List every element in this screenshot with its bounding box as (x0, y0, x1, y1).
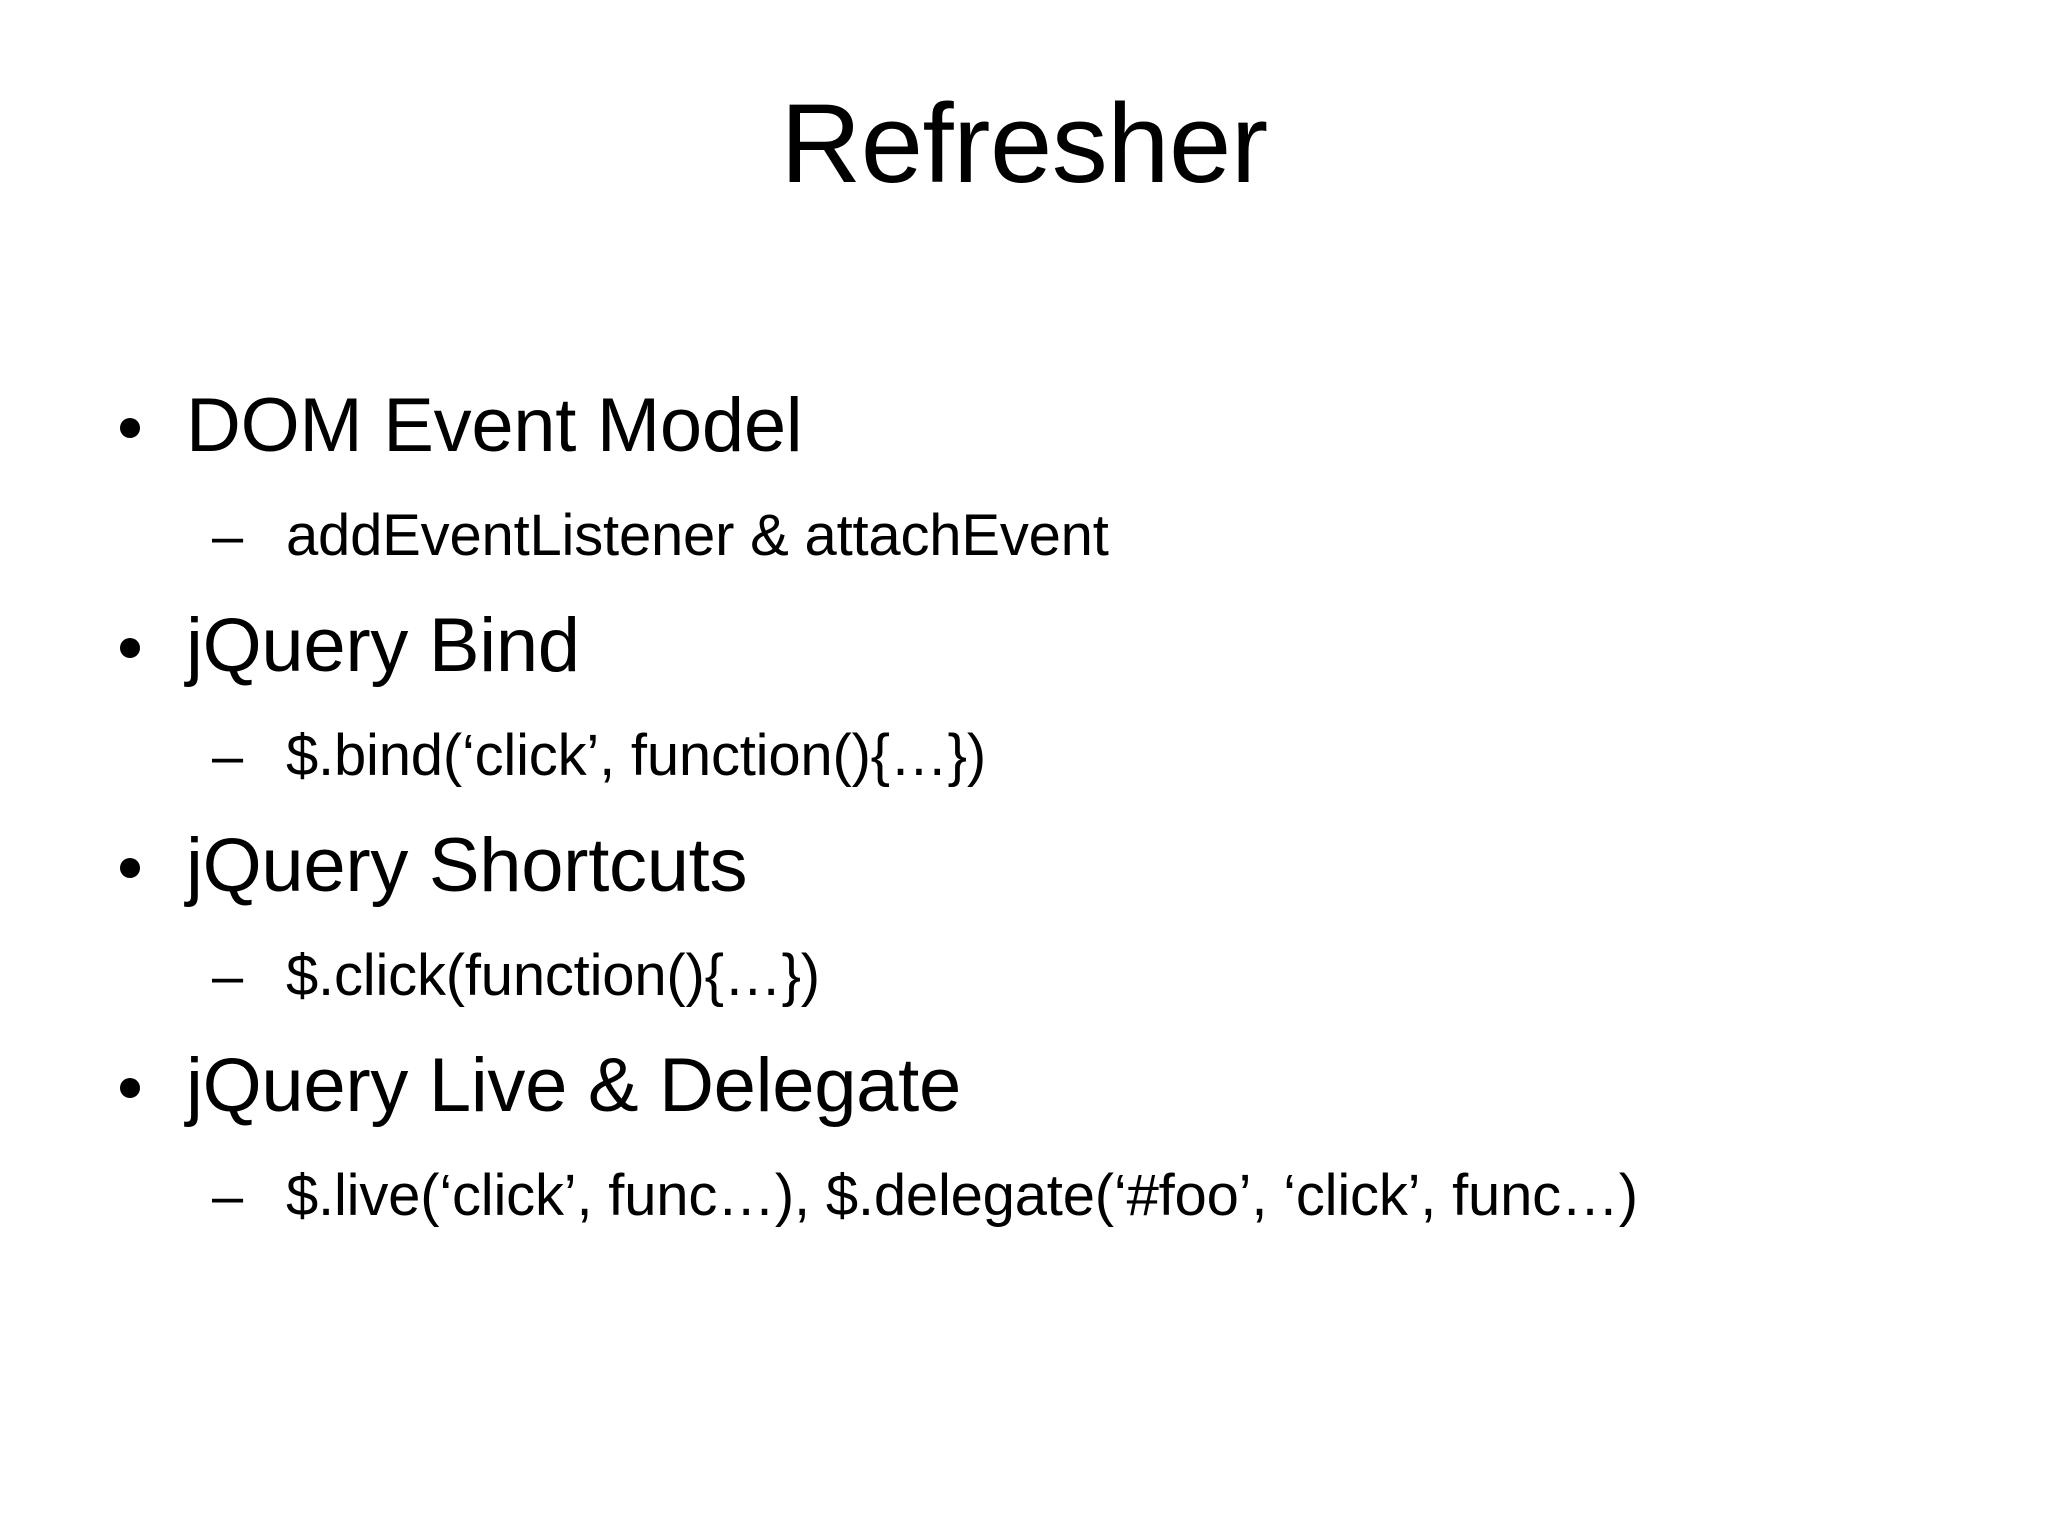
list-item-level2[interactable]: – $.click(function(){…}) (0, 924, 2048, 1028)
bullet-list: DOM Event Model – addEventListener & att… (0, 368, 2048, 1248)
list-item-level2-label: $.click(function(){…}) (286, 943, 820, 1008)
list-item-level2-label: addEventListener & attachEvent (286, 503, 1109, 568)
list-item-level2[interactable]: – $.bind(‘click’, function(){…}) (0, 704, 2048, 808)
bullet-dash-icon: – (212, 504, 244, 567)
list-item-level2[interactable]: – addEventListener & attachEvent (0, 484, 2048, 588)
bullet-dot-icon (120, 369, 186, 485)
bullet-dash-icon: – (212, 1164, 244, 1227)
bullet-group: jQuery Live & Delegate – $.live(‘click’,… (0, 1028, 2048, 1248)
bullet-group: jQuery Shortcuts – $.click(function(){…}… (0, 808, 2048, 1028)
bullet-dash-icon: – (212, 944, 244, 1007)
list-item-level1[interactable]: jQuery Live & Delegate (0, 1028, 2048, 1144)
list-item-level2[interactable]: – $.live(‘click’, func…), $.delegate(‘#f… (0, 1144, 2048, 1248)
list-item-level2-label: $.live(‘click’, func…), $.delegate(‘#foo… (286, 1163, 1638, 1228)
list-item-level1-label: jQuery Shortcuts (186, 823, 748, 908)
list-item-level1-label: jQuery Live & Delegate (186, 1043, 961, 1128)
bullet-dot-icon (120, 589, 186, 705)
bullet-dot-icon (120, 809, 186, 925)
bullet-dash-icon: – (212, 724, 244, 787)
list-item-level1-label: DOM Event Model (186, 383, 803, 468)
list-item-level1[interactable]: jQuery Bind (0, 588, 2048, 704)
bullet-dot-icon (120, 1029, 186, 1145)
list-item-level2-label: $.bind(‘click’, function(){…}) (286, 723, 986, 788)
list-item-level1-label: jQuery Bind (186, 603, 580, 688)
page-title: Refresher (780, 81, 1268, 206)
list-item-level1[interactable]: jQuery Shortcuts (0, 808, 2048, 924)
list-item-level1[interactable]: DOM Event Model (0, 368, 2048, 484)
bullet-group: jQuery Bind – $.bind(‘click’, function()… (0, 588, 2048, 808)
bullet-group: DOM Event Model – addEventListener & att… (0, 368, 2048, 588)
